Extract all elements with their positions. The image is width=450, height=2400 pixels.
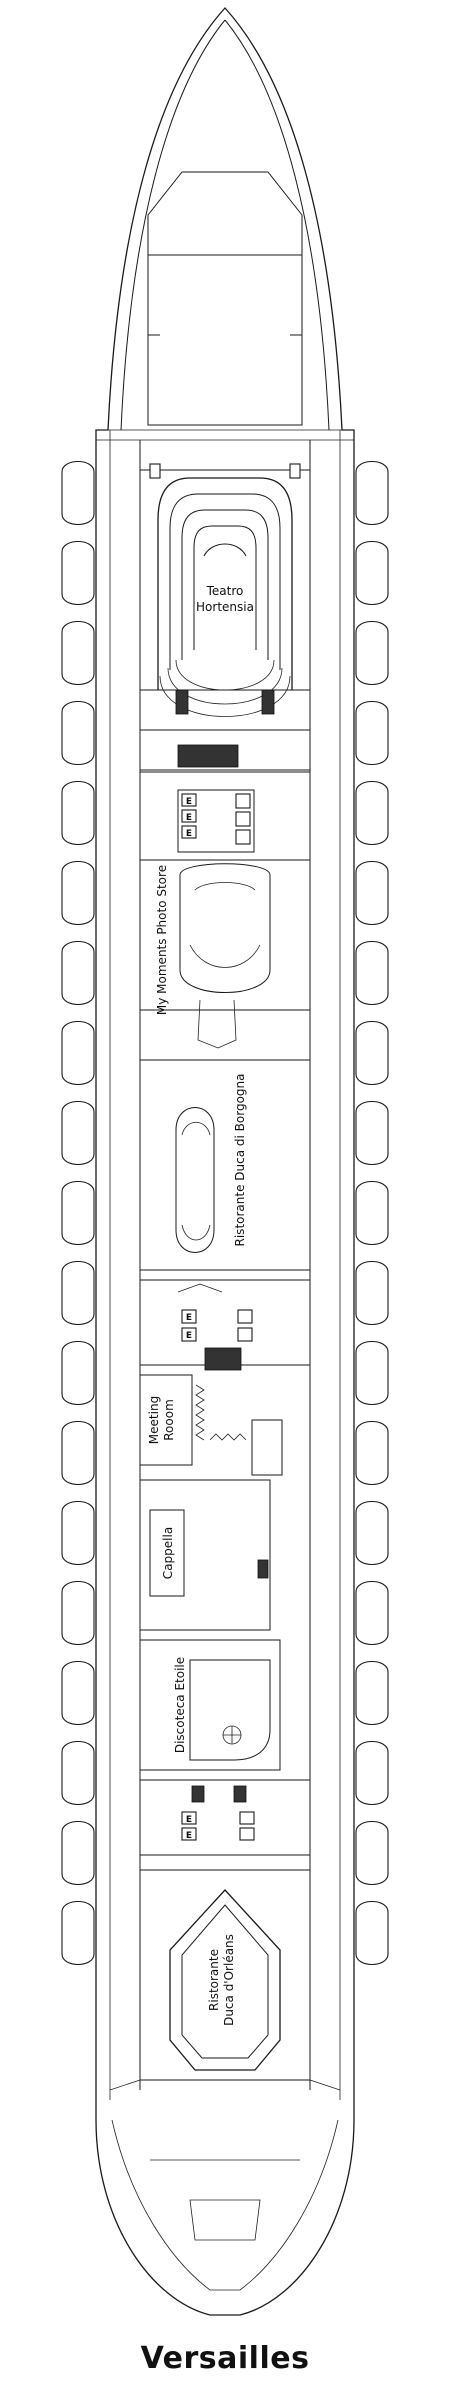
meeting-room[interactable]: Meeting Rooom — [139, 1374, 283, 1476]
lifeboat-icon — [61, 1740, 95, 1806]
teatro-hortensia-room[interactable]: Teatro Hortensia — [139, 463, 311, 717]
lifeboat-icon — [355, 1260, 389, 1326]
forward-stairs-icon — [177, 744, 239, 768]
lifeboat-icon — [61, 940, 95, 1006]
lifeboat-icon — [355, 1900, 389, 1966]
lifeboat-icon — [61, 1260, 95, 1326]
lifeboat-icon — [355, 1180, 389, 1246]
lifeboats-starboard — [355, 460, 389, 1966]
lifeboat-icon — [355, 1420, 389, 1486]
photo-store-area[interactable]: My Moments Photo Store — [139, 859, 311, 1049]
cappella-room[interactable]: Cappella — [139, 1479, 271, 1631]
lifeboat-icon — [61, 780, 95, 846]
lifeboat-icon — [355, 780, 389, 846]
lifeboat-icon — [355, 860, 389, 926]
discoteca-room[interactable]: Discoteca Etoile — [139, 1639, 281, 1771]
lifeboat-icon — [355, 460, 389, 526]
lifeboat-icon — [61, 540, 95, 606]
lifeboat-icon — [355, 1340, 389, 1406]
ristorante-orleans-room[interactable]: Ristorante Duca d'Orléans — [109, 1869, 341, 2091]
cappella-label: Cappella — [161, 1527, 175, 1579]
lifeboat-icon — [355, 540, 389, 606]
lifeboat-icon — [355, 1100, 389, 1166]
meeting-label-line2: Rooom — [162, 1399, 176, 1441]
stern-deck — [111, 2119, 339, 2291]
lifeboat-icon — [61, 1900, 95, 1966]
forward-elevator-bank: E E E — [181, 793, 251, 845]
lifeboat-icon — [61, 620, 95, 686]
ristorante-orleans-label-line1: Ristorante — [207, 1949, 221, 2011]
lifeboat-icon — [61, 1420, 95, 1486]
lifeboat-icon — [61, 1100, 95, 1166]
lifeboat-icon — [61, 1660, 95, 1726]
mid-stairs-icon — [204, 1347, 242, 1371]
ristorante-orleans-label-line2: Duca d'Orléans — [222, 1934, 236, 2026]
elevator-icon: E — [186, 1331, 192, 1341]
lifeboat-icon — [355, 1820, 389, 1886]
lifeboats-port — [61, 460, 95, 1966]
teatro-label-line2: Hortensia — [196, 600, 254, 614]
lifeboat-icon — [61, 860, 95, 926]
ristorante-borgogna-room[interactable]: Ristorante Duca di Borgogna — [139, 1059, 311, 1271]
aft-lobby: E E — [139, 1779, 311, 1856]
lifeboat-icon — [61, 1020, 95, 1086]
deck-title: Versailles — [141, 2341, 310, 2376]
lifeboat-icon — [61, 1340, 95, 1406]
elevator-icon: E — [186, 797, 192, 807]
lifeboat-icon — [61, 1180, 95, 1246]
ristorante-borgogna-label: Ristorante Duca di Borgogna — [233, 1074, 247, 1247]
mid-elevator-bank: E E — [181, 1309, 253, 1342]
elevator-icon: E — [186, 813, 192, 823]
forward-lobby: E E E — [139, 729, 311, 853]
teatro-label-line1: Teatro — [206, 584, 244, 598]
meeting-label-line1: Meeting — [147, 1396, 161, 1444]
lifeboat-icon — [61, 460, 95, 526]
elevator-icon: E — [186, 829, 192, 839]
lifeboat-icon — [355, 700, 389, 766]
aft-elevator-bank: E E — [181, 1811, 255, 1841]
lifeboat-icon — [61, 1820, 95, 1886]
lifeboat-icon — [61, 700, 95, 766]
lifeboat-icon — [355, 620, 389, 686]
lifeboat-icon — [355, 1500, 389, 1566]
elevator-icon: E — [186, 1313, 192, 1323]
lifeboat-icon — [61, 1500, 95, 1566]
lifeboat-icon — [355, 1020, 389, 1086]
lifeboat-icon — [355, 1740, 389, 1806]
lifeboat-icon — [355, 940, 389, 1006]
mid-lobby: E E — [139, 1279, 311, 1371]
photo-store-label: My Moments Photo Store — [155, 865, 169, 1015]
bow-forward-area — [96, 171, 354, 441]
lifeboat-icon — [355, 1660, 389, 1726]
elevator-icon: E — [186, 1815, 192, 1825]
lifeboat-icon — [61, 1580, 95, 1646]
discoteca-label: Discoteca Etoile — [173, 1657, 187, 1753]
elevator-icon: E — [186, 1831, 192, 1841]
lifeboat-icon — [355, 1580, 389, 1646]
